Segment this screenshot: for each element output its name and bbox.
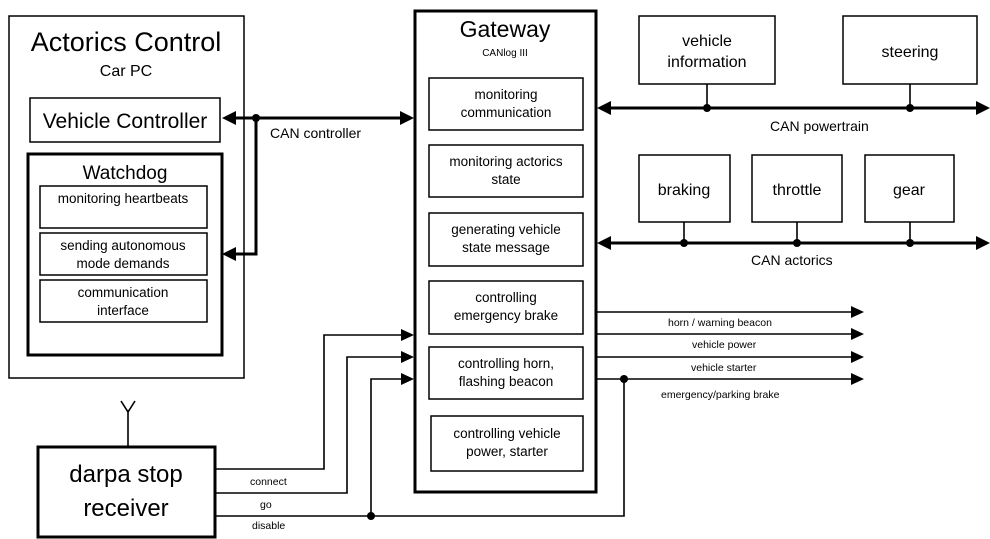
receiver-signals: connect go disable (215, 329, 625, 532)
output-label: emergency/parking brake (661, 389, 780, 401)
gateway-module-box (428, 346, 584, 400)
junction-dot (793, 239, 801, 247)
gateway-module-box (430, 415, 584, 472)
vehicle-information-node (638, 15, 776, 85)
junction-dot (906, 239, 914, 247)
gateway-module-box (428, 280, 584, 335)
can-powertrain-label: CAN powertrain (770, 118, 869, 134)
can-actorics-label: CAN actorics (751, 252, 833, 268)
bus-node-label: gear (893, 182, 926, 199)
gateway-module-box (428, 212, 584, 267)
signal-label: connect (250, 476, 287, 488)
actorics-control-block: Actorics Control Car PC Vehicle Controll… (8, 15, 245, 379)
receiver-title: receiver (83, 495, 168, 522)
bus-node-label: steering (882, 44, 939, 61)
can-actorics-bus: braking throttle gear CAN actorics (597, 154, 990, 268)
antenna-icon (120, 400, 136, 414)
bus-node-label: braking (658, 182, 710, 199)
gateway-module-label: communication (461, 105, 552, 120)
signal-label: disable (252, 520, 285, 532)
gateway-module-label: controlling horn, (458, 356, 554, 371)
can-controller-label: CAN controller (270, 125, 361, 141)
gateway-module-label: controlling vehicle (453, 426, 560, 441)
junction-dot (703, 104, 711, 112)
signal-label: go (260, 499, 272, 511)
watchdog-item-box (39, 232, 208, 276)
gateway-title: Gateway (460, 16, 551, 42)
gear-node (864, 154, 955, 223)
darpa-stop-receiver-block: darpa stop receiver (36, 400, 217, 539)
output-label: horn / warning beacon (668, 317, 772, 329)
gateway-module-label: state (491, 172, 520, 187)
gateway-module-box (428, 144, 584, 198)
steering-node (842, 15, 978, 85)
car-pc-label: Car PC (100, 63, 152, 80)
gateway-module-label: flashing beacon (459, 374, 554, 389)
output-label: vehicle starter (691, 362, 757, 374)
gateway-module-label: monitoring actorics (449, 154, 563, 169)
gateway-module-label: emergency brake (454, 308, 558, 323)
output-label: vehicle power (692, 339, 757, 351)
watchdog-item-label: sending autonomous (60, 238, 186, 253)
vehicle-controller-box (29, 97, 221, 143)
braking-node (638, 154, 731, 223)
gateway-module-label: power, starter (466, 444, 548, 459)
watchdog-item-label: interface (97, 303, 149, 318)
watchdog-item-label: monitoring heartbeats (58, 191, 189, 206)
output-lines: horn / warning beacon vehicle power vehi… (597, 306, 864, 401)
actorics-control-title: Actorics Control (31, 27, 222, 57)
watchdog-item-label: communication (78, 285, 169, 300)
gateway-module-label: generating vehicle (451, 222, 561, 237)
watchdog-item-box (39, 185, 208, 229)
junction-dot (367, 512, 375, 520)
gateway-block: Gateway CANlog III monitoring communicat… (413, 9, 598, 494)
bus-node-label: vehicle (682, 33, 732, 50)
bus-node-label: information (667, 54, 746, 71)
junction-dot (680, 239, 688, 247)
gateway-module-label: controlling (475, 290, 537, 305)
can-powertrain-bus: vehicle information steering CAN powertr… (597, 15, 990, 134)
watchdog-item-box (39, 279, 208, 323)
gateway-module-label: state message (462, 240, 550, 255)
watchdog-item-label: mode demands (76, 256, 169, 271)
gateway-subtitle: CANlog III (482, 48, 528, 59)
can-controller-link: CAN controller (222, 111, 414, 261)
vehicle-controller-label: Vehicle Controller (43, 110, 208, 133)
gateway-module-box (428, 77, 584, 131)
junction-dot (906, 104, 914, 112)
receiver-title: darpa stop (69, 461, 182, 488)
gateway-module-label: monitoring (474, 87, 537, 102)
watchdog-title: Watchdog (83, 163, 168, 184)
bus-node-label: throttle (773, 182, 822, 199)
